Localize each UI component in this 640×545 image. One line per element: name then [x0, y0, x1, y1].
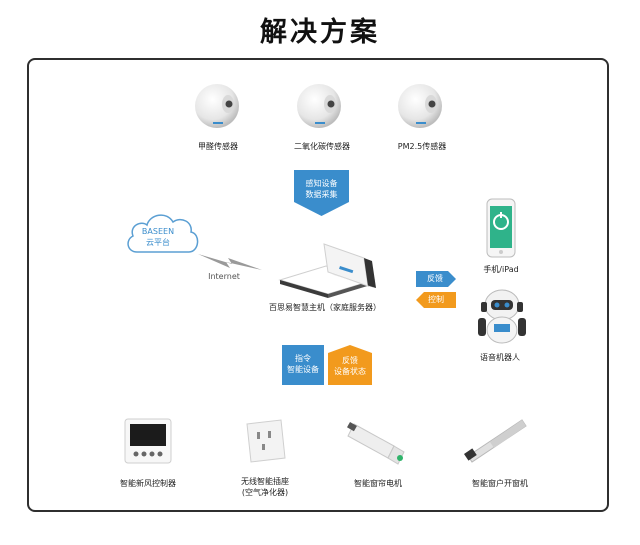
command-arrow-shape: [282, 345, 324, 385]
formaldehyde-sensor-icon: [195, 84, 239, 128]
host-device-icon: [278, 243, 376, 298]
internet-bolt-icon: [198, 254, 262, 270]
feedback-tag-shape: [416, 271, 456, 287]
status-line1: 反馈: [342, 356, 358, 365]
sensor-label-pm25: PM2.5传感器: [397, 142, 447, 151]
sensor-label-formaldehyde: 甲醛传感器: [198, 142, 238, 151]
command-line1: 指令: [295, 354, 311, 363]
command-line2: 智能设备: [287, 365, 319, 374]
device-label-window: 智能窗户开窗机: [472, 479, 528, 488]
cloud-label: BASEEN 云平台: [123, 226, 193, 248]
status-arrow-shape: [328, 345, 372, 385]
status-line2: 设备状态: [334, 367, 366, 376]
control-tag: 控制: [428, 295, 444, 304]
window-opener-icon: [463, 419, 527, 463]
phone-icon: [486, 198, 516, 258]
status-arrow-text: 反馈 设备状态: [328, 355, 372, 377]
feedback-tag: 反馈: [427, 274, 443, 283]
device-socket-line1: 无线智能插座: [241, 477, 289, 486]
co2-sensor-icon: [297, 84, 341, 128]
diagram-frame: [27, 58, 609, 512]
sensing-arrow-text: 感知设备 数据采集: [294, 178, 349, 200]
device-label-curtain: 智能窗帘电机: [354, 479, 402, 488]
control-tag-shape: [416, 292, 456, 308]
pm25-sensor-icon: [398, 84, 442, 128]
command-arrow-text: 指令 智能设备: [282, 353, 324, 375]
fresh-air-controller-icon: [124, 418, 172, 464]
cloud-icon: [127, 214, 199, 253]
page-title: 解决方案: [260, 17, 380, 48]
cloud-label-line2: 云平台: [146, 238, 170, 247]
sensing-arrow-line1: 感知设备: [305, 179, 338, 188]
phone-label: 手机/iPad: [483, 265, 519, 274]
sensing-arrow-shape: [294, 170, 349, 216]
sensor-label-co2: 二氧化碳传感器: [294, 142, 350, 151]
host-label: 百思易智慧主机（家庭服务器）: [269, 303, 381, 312]
robot-label: 语音机器人: [480, 353, 520, 362]
cloud-label-line1: BASEEN: [141, 227, 175, 236]
internet-label: Internet: [208, 272, 240, 281]
smart-socket-icon: [246, 419, 286, 463]
curtain-motor-icon: [347, 422, 405, 465]
device-socket-line2: (空气净化器): [241, 488, 289, 497]
device-label-fresh-air: 智能新风控制器: [120, 479, 176, 488]
device-label-socket: 无线智能插座 (空气净化器): [215, 476, 315, 498]
sensing-arrow-line2: 数据采集: [305, 190, 338, 199]
robot-icon: [478, 289, 526, 344]
